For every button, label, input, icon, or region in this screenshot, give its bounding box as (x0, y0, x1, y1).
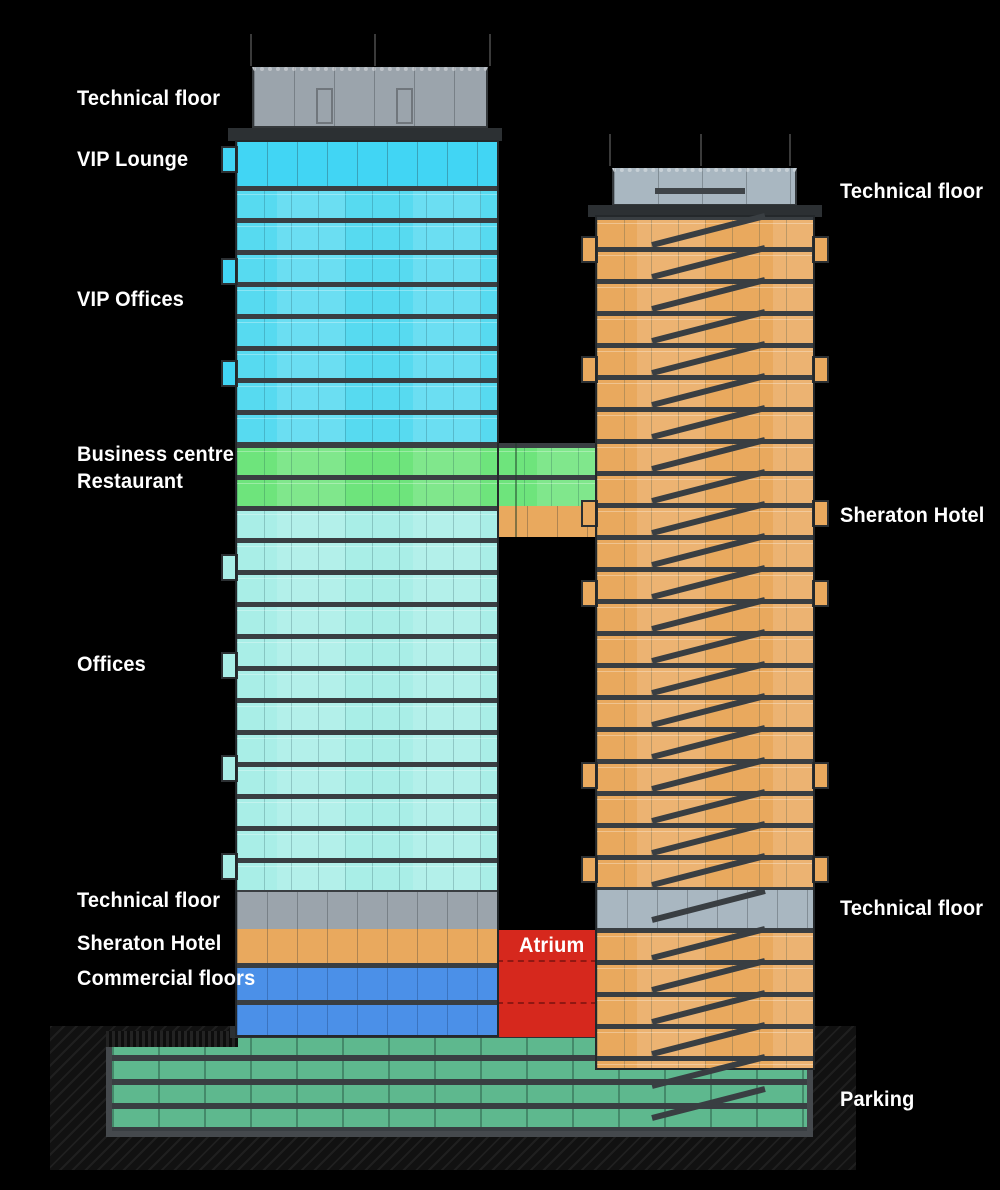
atrium-dash-line (497, 960, 597, 962)
section-guide-line (700, 134, 702, 166)
label-vip-offices: VIP Offices (77, 288, 185, 311)
right-tower-sheraton-hotel (597, 215, 813, 890)
label-sheraton-hotel-left: Sheraton Hotel (77, 932, 222, 955)
left-tower-business-centre-restaurant (237, 443, 497, 506)
balcony-pod (812, 856, 829, 883)
right-tower-technical-floor-low (597, 890, 813, 928)
balcony-pod (221, 652, 238, 679)
label-parking: Parking (840, 1088, 915, 1111)
balcony-pod (812, 500, 829, 527)
balcony-pod (581, 580, 598, 607)
label-technical-floor-top-right: Technical floor (840, 180, 984, 203)
left-tower-roof-slab (228, 128, 502, 141)
label-atrium: Atrium (519, 934, 585, 957)
atrium-dash-line (497, 1002, 597, 1004)
label-technical-floor-top-left: Technical floor (77, 87, 221, 110)
right-tower-technical-floor-top (612, 168, 797, 206)
left-tower-vip-offices (237, 186, 497, 443)
label-sheraton-hotel-right: Sheraton Hotel (840, 504, 985, 527)
section-guide-line (609, 134, 611, 166)
balcony-pod (812, 236, 829, 263)
section-guide-line (789, 134, 791, 166)
right-tower-roof-slab (588, 205, 822, 217)
balcony-pod (581, 236, 598, 263)
technical-floor-door (316, 88, 333, 124)
balcony-pod (221, 554, 238, 581)
label-restaurant: Restaurant (77, 470, 184, 493)
left-tower-technical-floor-low (237, 892, 497, 929)
section-guide-line (374, 34, 376, 66)
bridge-business-centre (497, 443, 597, 506)
technical-floor-inner-bar (655, 188, 745, 194)
atrium-block (497, 930, 597, 1037)
plaza-strip (106, 1031, 238, 1047)
label-business-centre: Business centre (77, 443, 234, 466)
balcony-pod (581, 762, 598, 789)
label-technical-floor-low-left: Technical floor (77, 889, 221, 912)
technical-floor-door (396, 88, 413, 124)
balcony-pod (581, 856, 598, 883)
label-vip-lounge: VIP Lounge (77, 148, 189, 171)
left-tower-commercial-floors (237, 963, 497, 1037)
label-technical-floor-low-right: Technical floor (840, 897, 984, 920)
section-guide-line (489, 34, 491, 66)
section-guide-line (250, 34, 252, 66)
left-tower-technical-floor-top (252, 67, 488, 128)
left-tower-vip-lounge (237, 141, 497, 186)
label-offices: Offices (77, 653, 146, 676)
balcony-pod (221, 755, 238, 782)
left-tower-offices (237, 506, 497, 892)
balcony-pod (812, 580, 829, 607)
balcony-pod (812, 762, 829, 789)
bridge-column (515, 443, 517, 537)
balcony-pod (812, 356, 829, 383)
balcony-pod (221, 853, 238, 880)
balcony-pod (581, 356, 598, 383)
balcony-pod (221, 146, 238, 173)
bridge-hotel-floor (497, 506, 597, 537)
balcony-pod (221, 258, 238, 285)
label-commercial-floors: Commercial floors (77, 967, 256, 990)
balcony-pod (221, 360, 238, 387)
balcony-pod (581, 500, 598, 527)
left-tower-sheraton-floor (237, 929, 497, 963)
right-tower-base-floors (597, 928, 813, 1070)
